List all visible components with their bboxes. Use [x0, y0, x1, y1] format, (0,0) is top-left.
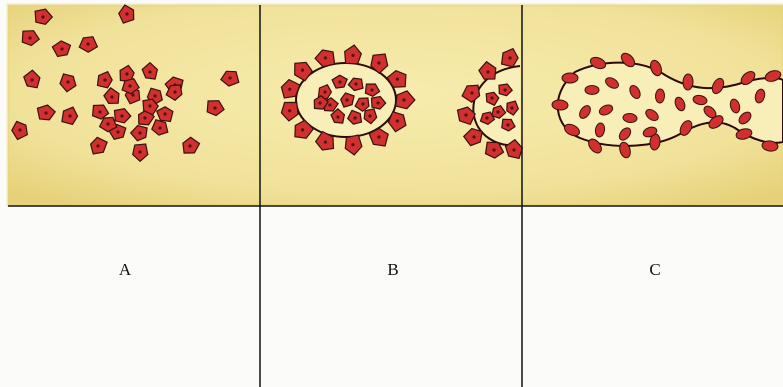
cell-nucleus: [377, 135, 380, 138]
cell-nucleus: [110, 95, 113, 98]
cell-nucleus: [86, 42, 89, 45]
cell-nucleus: [188, 144, 191, 147]
cell-nucleus: [60, 47, 63, 50]
cell-nucleus: [96, 144, 99, 147]
cell-nucleus: [41, 15, 44, 18]
cell-nucleus: [324, 56, 327, 59]
cell-nucleus: [116, 130, 119, 133]
cell-nucleus: [492, 148, 495, 151]
lumen-cell: [585, 86, 599, 95]
cell-nucleus: [472, 135, 475, 138]
cell-nucleus: [318, 101, 321, 104]
cell-nucleus: [125, 72, 128, 75]
cell-nucleus: [68, 114, 71, 117]
cell-nucleus: [323, 90, 326, 93]
cell-nucleus: [213, 106, 216, 109]
cell-nucleus: [44, 111, 47, 114]
cell-nucleus: [138, 150, 141, 153]
cell-nucleus: [143, 116, 146, 119]
cell-nucleus: [288, 109, 291, 112]
cell-nucleus: [396, 119, 399, 122]
cell-nucleus: [163, 112, 166, 115]
cell-nucleus: [368, 114, 371, 117]
cell-nucleus: [28, 36, 31, 39]
cell-nucleus: [158, 126, 161, 129]
cell-nucleus: [103, 78, 106, 81]
cell-nucleus: [370, 88, 373, 91]
cell-nucleus: [125, 12, 128, 15]
cell-nucleus: [345, 98, 348, 101]
cell-nucleus: [120, 114, 123, 117]
cell-nucleus: [464, 113, 467, 116]
cell-nucleus: [131, 93, 134, 96]
cell-nucleus: [173, 90, 176, 93]
cell-nucleus: [301, 128, 304, 131]
cell-nucleus: [148, 70, 151, 73]
panel-label-b: B: [387, 260, 398, 279]
lumen-cell: [655, 89, 665, 103]
cell-nucleus: [354, 82, 357, 85]
panel-label-a: A: [119, 260, 132, 279]
cell-nucleus: [361, 102, 364, 105]
cell-nucleus: [351, 143, 354, 146]
cell-nucleus: [486, 70, 489, 73]
cell-nucleus: [470, 91, 473, 94]
cell-nucleus: [485, 116, 488, 119]
cell-nucleus: [288, 88, 291, 91]
cell-nucleus: [377, 61, 380, 64]
cell-nucleus: [128, 84, 131, 87]
cell-nucleus: [148, 104, 151, 107]
cell-nucleus: [402, 98, 405, 101]
cell-nucleus: [18, 128, 21, 131]
cell-nucleus: [496, 110, 499, 113]
wall-cell: [683, 74, 694, 90]
cell-nucleus: [506, 123, 509, 126]
cell-nucleus: [376, 101, 379, 104]
cell-nucleus: [351, 54, 354, 57]
cell-nucleus: [66, 80, 69, 83]
cell-nucleus: [336, 115, 339, 118]
cell-nucleus: [138, 131, 141, 134]
cell-nucleus: [30, 78, 33, 81]
panel-label-c: C: [649, 260, 660, 279]
cell-nucleus: [153, 94, 156, 97]
cell-nucleus: [98, 110, 101, 113]
cell-nucleus: [328, 103, 331, 106]
cell-nucleus: [396, 77, 399, 80]
cell-nucleus: [490, 96, 493, 99]
cell-nucleus: [510, 106, 513, 109]
wall-cell: [562, 73, 578, 83]
cell-nucleus: [503, 88, 506, 91]
cell-nucleus: [508, 56, 511, 59]
cell-nucleus: [324, 140, 327, 143]
cell-nucleus: [106, 122, 109, 125]
cell-nucleus: [338, 80, 341, 83]
cell-nucleus: [512, 148, 515, 151]
cell-nucleus: [228, 76, 231, 79]
cell-nucleus: [301, 69, 304, 72]
cell-nucleus: [353, 116, 356, 119]
